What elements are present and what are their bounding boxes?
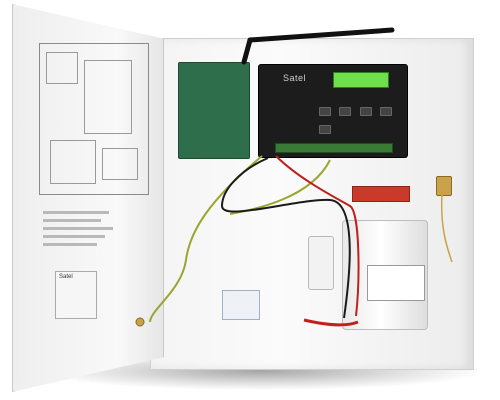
door-instruction-line bbox=[43, 235, 105, 238]
door-brand-text: Satel bbox=[59, 274, 73, 280]
door-instruction-line bbox=[43, 219, 101, 222]
fuse-block bbox=[308, 236, 334, 290]
red-wire bbox=[303, 318, 359, 327]
main-board-brand: Satel bbox=[283, 73, 307, 83]
warning-label-icon bbox=[352, 186, 410, 202]
ground-terminal bbox=[135, 317, 145, 327]
tamper-wire bbox=[440, 193, 453, 263]
red-wire bbox=[275, 155, 360, 317]
board-button bbox=[319, 107, 331, 116]
radio-module-board bbox=[178, 62, 250, 159]
door-instruction-line bbox=[43, 243, 97, 246]
door-wiring-diagram bbox=[39, 43, 149, 195]
main-control-board: Satel bbox=[258, 64, 408, 158]
board-button bbox=[319, 125, 331, 134]
ground-wire bbox=[149, 155, 263, 323]
door-brand-sticker: Satel bbox=[55, 271, 97, 319]
door-instruction-line bbox=[43, 211, 109, 214]
board-button bbox=[359, 107, 372, 116]
antenna-icon bbox=[241, 27, 395, 65]
board-button bbox=[380, 107, 393, 116]
black-wire bbox=[220, 157, 351, 319]
info-sticker bbox=[222, 290, 260, 320]
tamper-switch bbox=[436, 176, 452, 196]
door-instruction-line bbox=[43, 227, 113, 230]
board-button-row bbox=[319, 103, 407, 139]
transformer-rating-label bbox=[367, 265, 425, 301]
lcd-display-icon bbox=[333, 72, 389, 88]
board-button bbox=[339, 107, 352, 116]
terminal-block bbox=[275, 143, 393, 153]
